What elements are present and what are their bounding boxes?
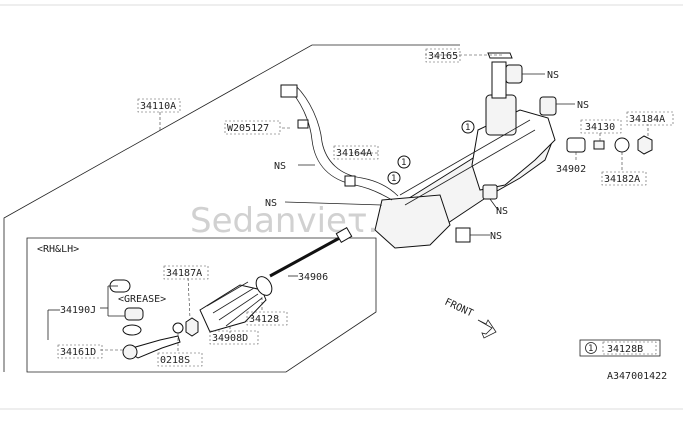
label-34165: 34165 [428, 51, 458, 62]
callout-number-2: 1 [401, 158, 406, 168]
label-0218S: 0218S [160, 355, 190, 366]
label-ns-1: NS [547, 70, 559, 81]
box-34164A [333, 145, 379, 160]
pinion-housing [485, 94, 517, 136]
leader-34187A [187, 277, 191, 319]
callout-number-3: 1 [391, 174, 396, 184]
label-34908D: 34908D [212, 333, 248, 344]
label-34190J: 34190J [60, 305, 96, 316]
ns-parts [482, 64, 557, 200]
steering-gear-assembly [280, 61, 556, 249]
clamp-34128 [255, 276, 273, 296]
legend-code: 34128B [607, 344, 643, 355]
inset-frame [26, 237, 377, 373]
label-grease: <GREASE> [118, 294, 166, 305]
callout-number-1: 1 [465, 123, 470, 133]
label-34902: 34902 [556, 164, 586, 175]
valve-body [374, 194, 451, 249]
inset-heading: <RH&LH> [37, 244, 79, 255]
grease-cap-mid [124, 307, 144, 321]
side-parts [566, 135, 653, 155]
ns-part-1 [505, 64, 523, 84]
box-34165 [425, 48, 461, 63]
inner-tie-rod [269, 233, 346, 278]
label-34182A: 34182A [604, 174, 640, 185]
legend-circle-number: 1 [588, 344, 593, 354]
legend-circle-icon [585, 342, 597, 354]
grease-seal [122, 324, 142, 336]
pipe-2 [295, 85, 399, 197]
rack-tube-line-2 [404, 129, 536, 206]
cap-34165 [487, 52, 513, 59]
label-ns-5: NS [496, 206, 508, 217]
ns-part-2 [539, 96, 557, 116]
callout-circle-3 [387, 171, 401, 185]
tie-rod-inset: <RH&LH> <GREASE> 34190J 34187A 34906 341… [26, 226, 377, 373]
leader-ns-5 [489, 198, 499, 211]
box-34908D [209, 330, 259, 345]
callouts: 1 1 1 [159, 54, 649, 236]
part-34184A-shape [637, 135, 653, 155]
rack-tube-line-1 [399, 119, 531, 196]
label-ns-2: NS [577, 100, 589, 111]
part-34902-shape [566, 137, 586, 153]
label-w205127: W205127 [227, 123, 269, 134]
tie-rod-ball [122, 344, 138, 360]
label-34164A: 34164A [336, 148, 372, 159]
legend-box [579, 339, 661, 357]
assembly-outline [3, 44, 460, 372]
box-34184A [626, 111, 674, 126]
leader-ns-4 [284, 201, 383, 206]
pipe-bracket [344, 175, 356, 187]
label-34187A: 34187A [166, 268, 202, 279]
label-34110A: 34110A [140, 101, 176, 112]
pipe-fitting [280, 84, 298, 98]
box-0218S [157, 352, 203, 367]
label-ns-6: NS [490, 231, 502, 242]
box-34187A [163, 265, 209, 280]
inner-joint [335, 226, 353, 244]
label-ns-3: NS [274, 161, 286, 172]
tie-rod-end [123, 335, 181, 359]
box-34110A [137, 98, 181, 113]
label-34906: 34906 [298, 272, 328, 283]
boot-ribs [206, 281, 263, 327]
callout-circle-1 [461, 120, 475, 134]
figure-code: A347001422 [607, 371, 667, 382]
box-w205127 [224, 120, 281, 135]
pinion-shaft [491, 61, 507, 99]
label-34130: 34130 [585, 122, 615, 133]
nut-0218S [172, 322, 184, 334]
top-labels: 34165 NS NS 34110A W205127 34164A NS NS … [137, 48, 674, 242]
mount-bushing [455, 227, 471, 243]
label-34128: 34128 [249, 314, 279, 325]
callout-circle-2 [397, 155, 411, 169]
label-ns-4: NS [265, 198, 277, 209]
pipe-1 [287, 87, 393, 201]
front-indicator: FRONT [443, 297, 497, 339]
box-34161D [57, 344, 103, 359]
part-34182A-shape [614, 137, 630, 153]
ns-part-3 [482, 184, 498, 200]
legend: 1 34128B [579, 339, 661, 357]
label-34184A: 34184A [629, 114, 665, 125]
legend-code-box [602, 341, 657, 355]
box-34128 [246, 311, 288, 326]
box-34130 [580, 119, 622, 134]
box-34182A [601, 171, 647, 186]
front-label: FRONT [443, 297, 475, 320]
label-34161D: 34161D [60, 347, 96, 358]
clip-34187A [185, 317, 199, 337]
pipe-clip [297, 119, 309, 129]
front-arrow-icon [477, 319, 497, 339]
part-34130-shape [593, 140, 605, 150]
